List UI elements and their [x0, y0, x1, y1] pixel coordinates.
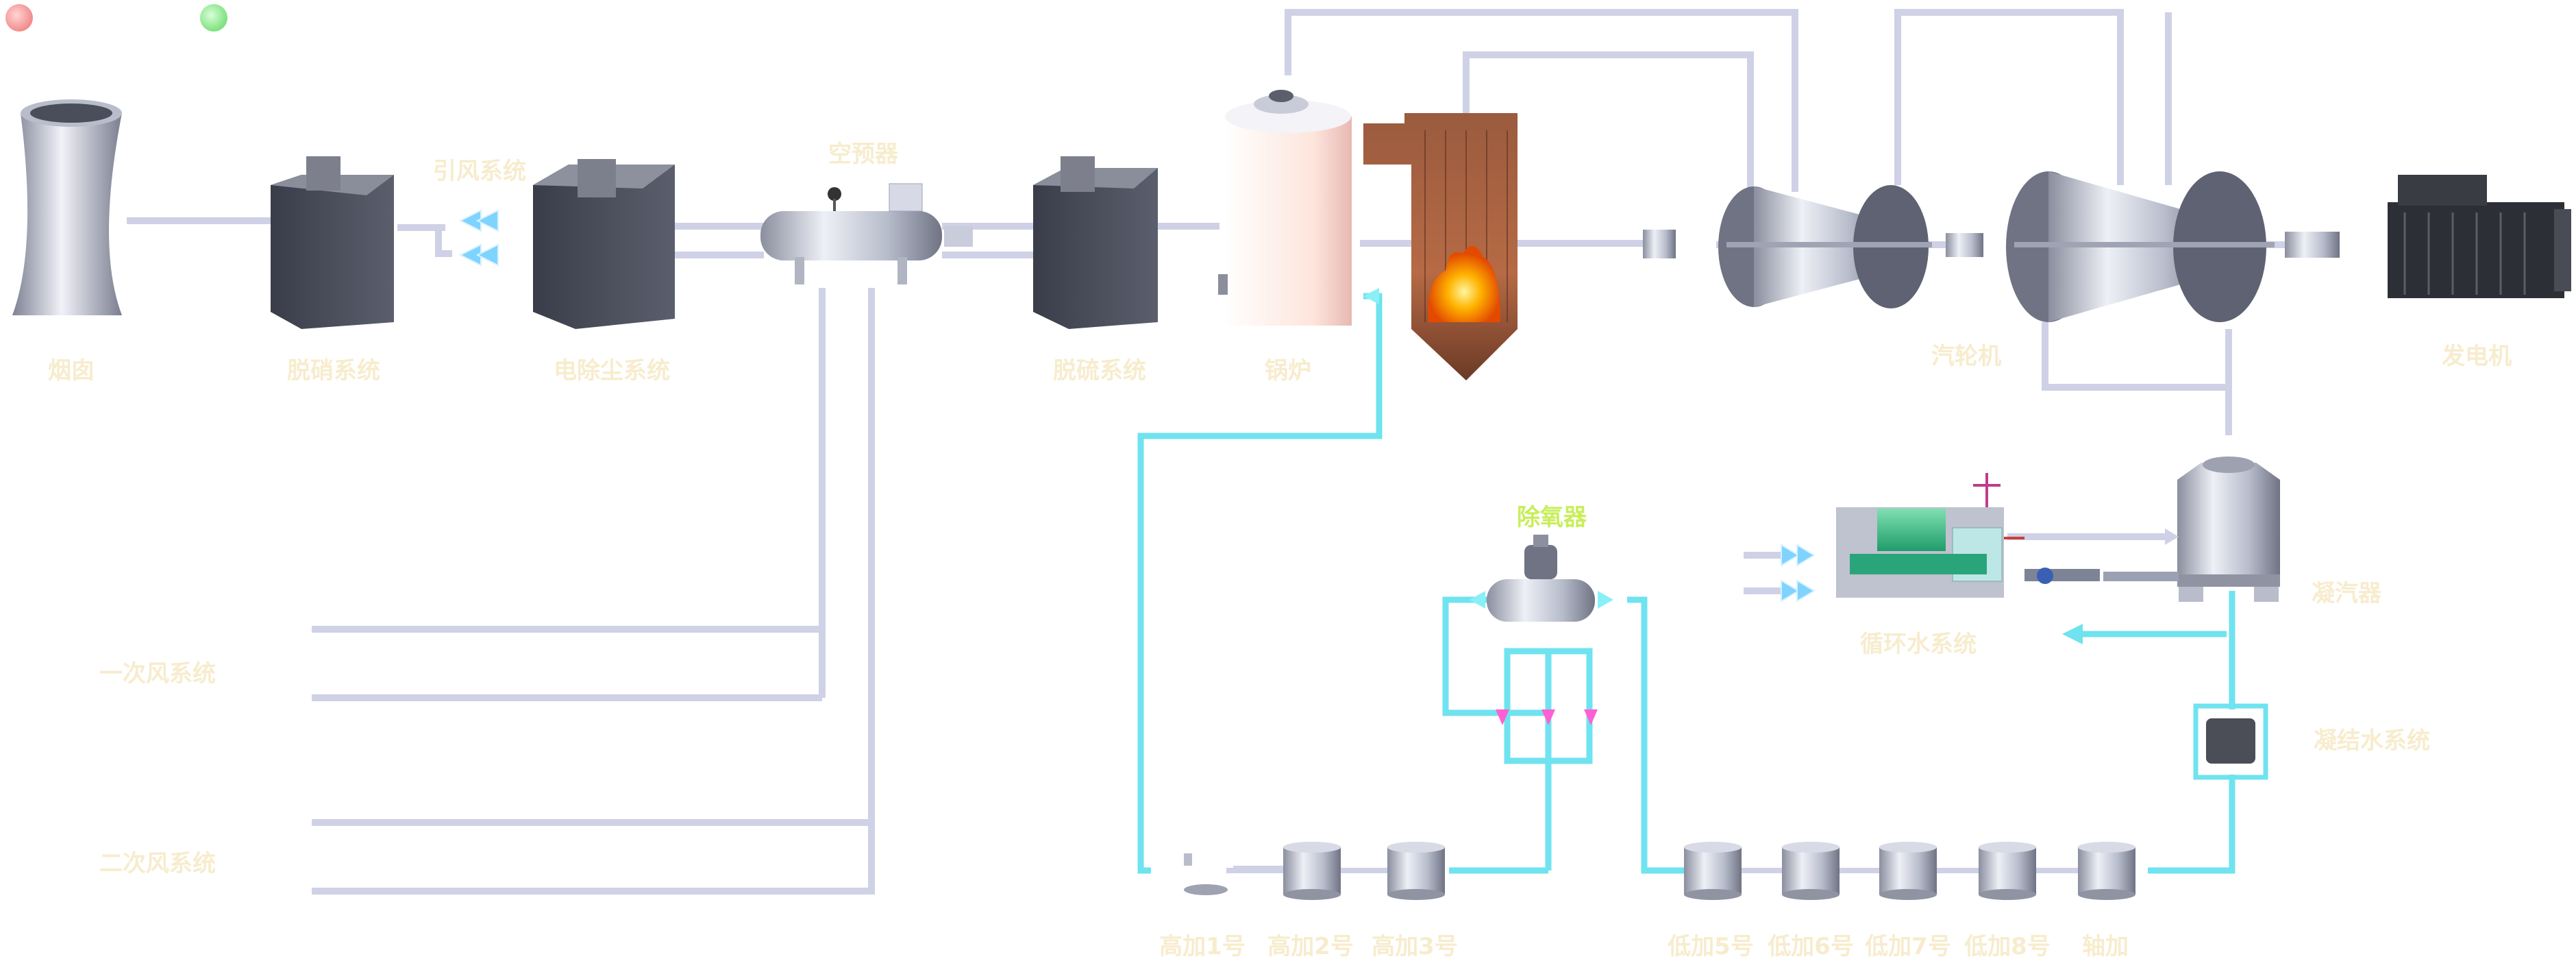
- hp-heater-1-label: 高加1号: [1159, 933, 1246, 960]
- heater-row: [1226, 842, 2135, 900]
- primary-air-label: 一次风系统: [99, 660, 216, 688]
- coupling-1: [1643, 230, 1676, 258]
- circulating-water-inlet-arrows: [1781, 544, 1816, 603]
- secondary-air-label: 二次风系统: [99, 850, 216, 877]
- deaerator-inlet-right: [1598, 591, 1613, 609]
- desulfurization-label: 脱硫系统: [1053, 357, 1146, 385]
- lp-heater-8: [1979, 842, 2036, 900]
- condenser-inlet-arrow: [2165, 528, 2179, 545]
- lp-heater-7-label: 低加7号: [1865, 933, 1951, 960]
- lp-heater-6: [1782, 842, 1840, 900]
- denitration-unit: [271, 156, 394, 329]
- chimney-label: 烟囱: [48, 357, 95, 385]
- condenser: [2177, 457, 2280, 602]
- deaerator: [1487, 535, 1595, 622]
- coupling-2: [1946, 233, 1983, 257]
- status-indicator-red: [5, 4, 33, 32]
- deaerator-arrows: [1496, 709, 1598, 725]
- lp-heater-5: [1684, 842, 1742, 900]
- circulating-water-label: 循环水系统: [1860, 631, 1977, 658]
- furnace: [1363, 113, 1518, 380]
- esp-unit: [533, 159, 675, 329]
- hp-heater-3: [1387, 842, 1445, 900]
- hp-heater-1: [1184, 853, 1228, 895]
- boiler-label: 锅炉: [1265, 357, 1311, 385]
- shaft-heater: [2078, 842, 2135, 900]
- condensate-pump: [2193, 703, 2268, 780]
- condensate-label: 凝结水系统: [2314, 727, 2430, 755]
- lp-heater-7: [1879, 842, 1937, 900]
- shaft-heater-label: 轴加: [2082, 933, 2129, 960]
- status-indicator-green: [200, 4, 227, 32]
- fire-icon: [1428, 245, 1500, 322]
- hp-heater-3-label: 高加3号: [1372, 933, 1458, 960]
- induced-draft-label: 引风系统: [433, 158, 526, 185]
- circulating-water-unit: [1836, 473, 2179, 598]
- air-preheater-label: 空预器: [828, 141, 898, 168]
- generator-label: 发电机: [2442, 343, 2512, 370]
- hp-turbine: [1718, 185, 1932, 308]
- lp-heater-8-label: 低加8号: [1964, 933, 2051, 960]
- air-preheater: [760, 183, 973, 284]
- desulfurization-unit: [1033, 156, 1158, 329]
- denitration-label: 脱硝系统: [287, 357, 380, 385]
- boiler: [1218, 90, 1352, 326]
- boiler-feed-arrow: [1363, 288, 1379, 304]
- steam-pipes: [127, 9, 2288, 895]
- lp-turbine: [2006, 171, 2275, 322]
- turbine-label: 汽轮机: [1931, 343, 2001, 370]
- lp-heater-6-label: 低加6号: [1768, 933, 1854, 960]
- deaerator-label: 除氧器: [1517, 504, 1587, 531]
- induced-draft-arrows: [458, 209, 499, 267]
- chimney: [12, 99, 122, 315]
- shaft-coupling: [2285, 232, 2340, 258]
- return-arrow: [2062, 624, 2083, 644]
- lp-heater-5-label: 低加5号: [1668, 933, 1754, 960]
- generator: [2388, 175, 2571, 298]
- hp-heater-2-label: 高加2号: [1267, 933, 1354, 960]
- condenser-label: 凝汽器: [2312, 580, 2381, 607]
- deaerator-inlet-left: [1470, 591, 1485, 609]
- hp-heater-2: [1283, 842, 1341, 900]
- esp-label: 电除尘系统: [554, 357, 670, 385]
